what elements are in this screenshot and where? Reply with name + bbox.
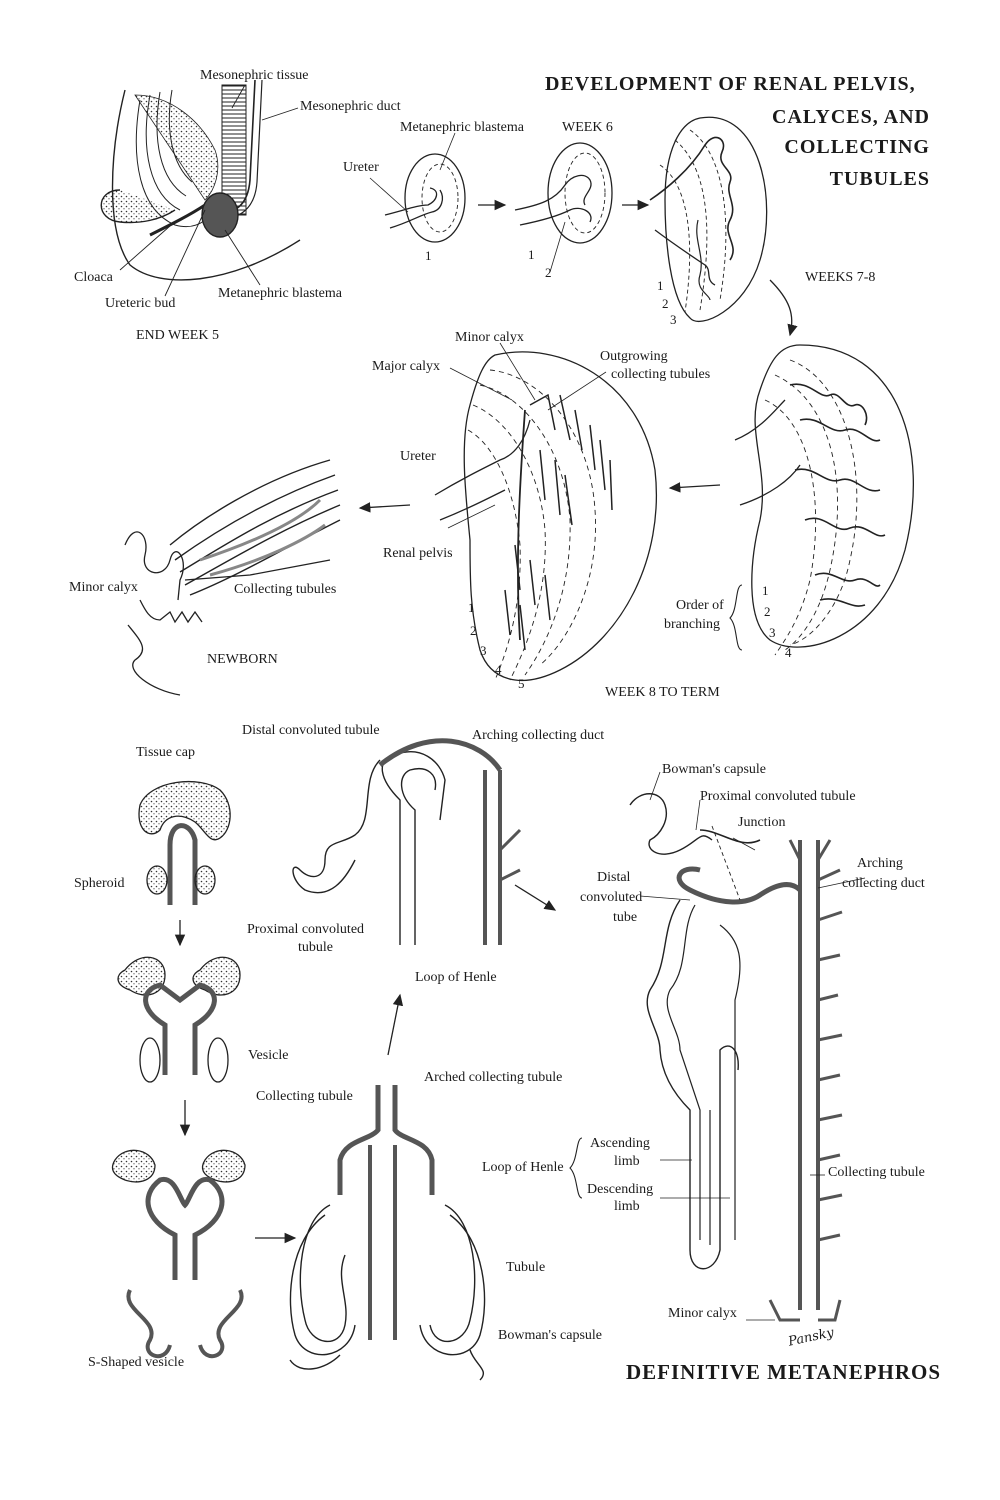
label-spheroid: Spheroid bbox=[74, 876, 125, 891]
label-proximal-convoluted-tubule: Proximal convoluted tubule bbox=[700, 789, 856, 804]
label-bowmans-capsule: Bowman's capsule bbox=[662, 762, 767, 777]
week5-embryo-drawing bbox=[100, 79, 301, 297]
label-collecting-tubule-definitive: Collecting tubule bbox=[828, 1165, 925, 1180]
label-mesonephric-duct: Mesonephric duct bbox=[300, 99, 401, 114]
branch-number: 3 bbox=[769, 625, 776, 640]
label-collecting-tubules-newborn: Collecting tubules bbox=[234, 582, 337, 597]
label-arching-1: Arching bbox=[857, 856, 903, 871]
main-title-line-1: DEVELOPMENT OF RENAL PELVIS, bbox=[545, 73, 916, 95]
label-descending-2: limb bbox=[614, 1199, 640, 1214]
label-arching-2: collecting duct bbox=[842, 876, 925, 891]
label-proximal-convoluted-stage-2: tubule bbox=[298, 940, 333, 955]
label-metanephric-blastema-wk6: Metanephric blastema bbox=[400, 120, 525, 135]
label-distal-2: convoluted bbox=[580, 890, 643, 905]
label-mesonephric-tissue: Mesonephric tissue bbox=[200, 68, 309, 83]
caption-weeks-7-8: WEEKS 7-8 bbox=[805, 270, 876, 285]
label-minor-calyx-newborn: Minor calyx bbox=[69, 580, 138, 595]
newborn-drawing bbox=[124, 459, 411, 696]
branch-number: 1 bbox=[528, 247, 535, 262]
label-minor-calyx-term: Minor calyx bbox=[455, 330, 524, 345]
label-proximal-convoluted-stage: Proximal convoluted bbox=[247, 922, 365, 937]
definitive-metanephros-title: DEFINITIVE METANEPHROS bbox=[626, 1360, 942, 1384]
label-collecting-tubule: Collecting tubule bbox=[256, 1089, 353, 1104]
label-arched-collecting-tubule: Arched collecting tubule bbox=[424, 1070, 563, 1085]
label-bowmans-capsule-stage: Bowman's capsule bbox=[498, 1328, 603, 1343]
label-outgrowing: Outgrowing bbox=[600, 349, 668, 364]
caption-week-6: WEEK 6 bbox=[562, 120, 613, 135]
label-ureter-wk6: Ureter bbox=[343, 160, 379, 175]
label-major-calyx: Major calyx bbox=[372, 359, 441, 374]
brace-marks bbox=[569, 584, 743, 1199]
caption-week-8-to-term: WEEK 8 TO TERM bbox=[605, 685, 720, 700]
label-ureter-term: Ureter bbox=[400, 449, 436, 464]
caption-newborn: NEWBORN bbox=[207, 652, 278, 667]
label-minor-calyx-definitive: Minor calyx bbox=[668, 1306, 737, 1321]
main-title-line-2: CALYCES, AND bbox=[772, 106, 930, 128]
definitive-metanephros-drawing bbox=[629, 771, 866, 1322]
label-renal-pelvis: Renal pelvis bbox=[383, 546, 453, 561]
main-title-line-4: TUBULES bbox=[829, 168, 930, 190]
label-descending-1: Descending bbox=[587, 1182, 654, 1197]
branch-number: 2 bbox=[545, 265, 552, 280]
label-order-of: Order of bbox=[676, 598, 724, 613]
label-vesicle: Vesicle bbox=[248, 1048, 289, 1063]
branch-number: 2 bbox=[662, 296, 669, 311]
week8-kidney-center bbox=[434, 342, 721, 682]
branch-number: 1 bbox=[657, 278, 664, 293]
label-tubule: Tubule bbox=[506, 1260, 546, 1275]
label-cloaca: Cloaca bbox=[74, 270, 113, 285]
label-ascending-2: limb bbox=[614, 1154, 640, 1169]
week6-drawings bbox=[369, 116, 798, 337]
branch-number: 4 bbox=[495, 662, 502, 677]
label-ascending-1: Ascending bbox=[590, 1136, 650, 1151]
label-branching: branching bbox=[664, 617, 720, 632]
main-title-line-3: COLLECTING bbox=[784, 136, 930, 158]
label-distal-1: Distal bbox=[597, 870, 631, 885]
label-loop-of-henle: Loop of Henle bbox=[482, 1160, 564, 1175]
branch-number: 1 bbox=[468, 600, 475, 615]
label-loop-of-henle-stage: Loop of Henle bbox=[415, 970, 497, 985]
branch-number: 5 bbox=[518, 676, 525, 691]
branch-number: 2 bbox=[470, 623, 477, 638]
week8-kidney-right bbox=[734, 344, 915, 656]
branch-number: 2 bbox=[764, 604, 771, 619]
label-metanephric-blastema-wk5: Metanephric blastema bbox=[218, 286, 343, 301]
branch-number: 3 bbox=[480, 643, 487, 658]
label-s-shaped-vesicle: S-Shaped vesicle bbox=[88, 1355, 185, 1370]
branch-number: 4 bbox=[785, 645, 792, 660]
caption-end-week-5: END WEEK 5 bbox=[136, 328, 219, 343]
label-collecting-tubules-term: collecting tubules bbox=[611, 367, 711, 382]
label-arching-collecting-duct-stage: Arching collecting duct bbox=[472, 728, 605, 743]
branch-number: 1 bbox=[762, 583, 769, 598]
label-distal-convoluted-tubule: Distal convoluted tubule bbox=[242, 723, 380, 738]
label-tissue-cap: Tissue cap bbox=[136, 745, 195, 760]
branch-number: 3 bbox=[670, 312, 677, 327]
nephron-development-drawings bbox=[111, 738, 557, 1381]
label-junction: Junction bbox=[738, 815, 786, 830]
label-ureteric-bud: Ureteric bud bbox=[105, 296, 176, 311]
label-distal-3: tube bbox=[613, 910, 638, 925]
branch-number: 1 bbox=[425, 248, 432, 263]
